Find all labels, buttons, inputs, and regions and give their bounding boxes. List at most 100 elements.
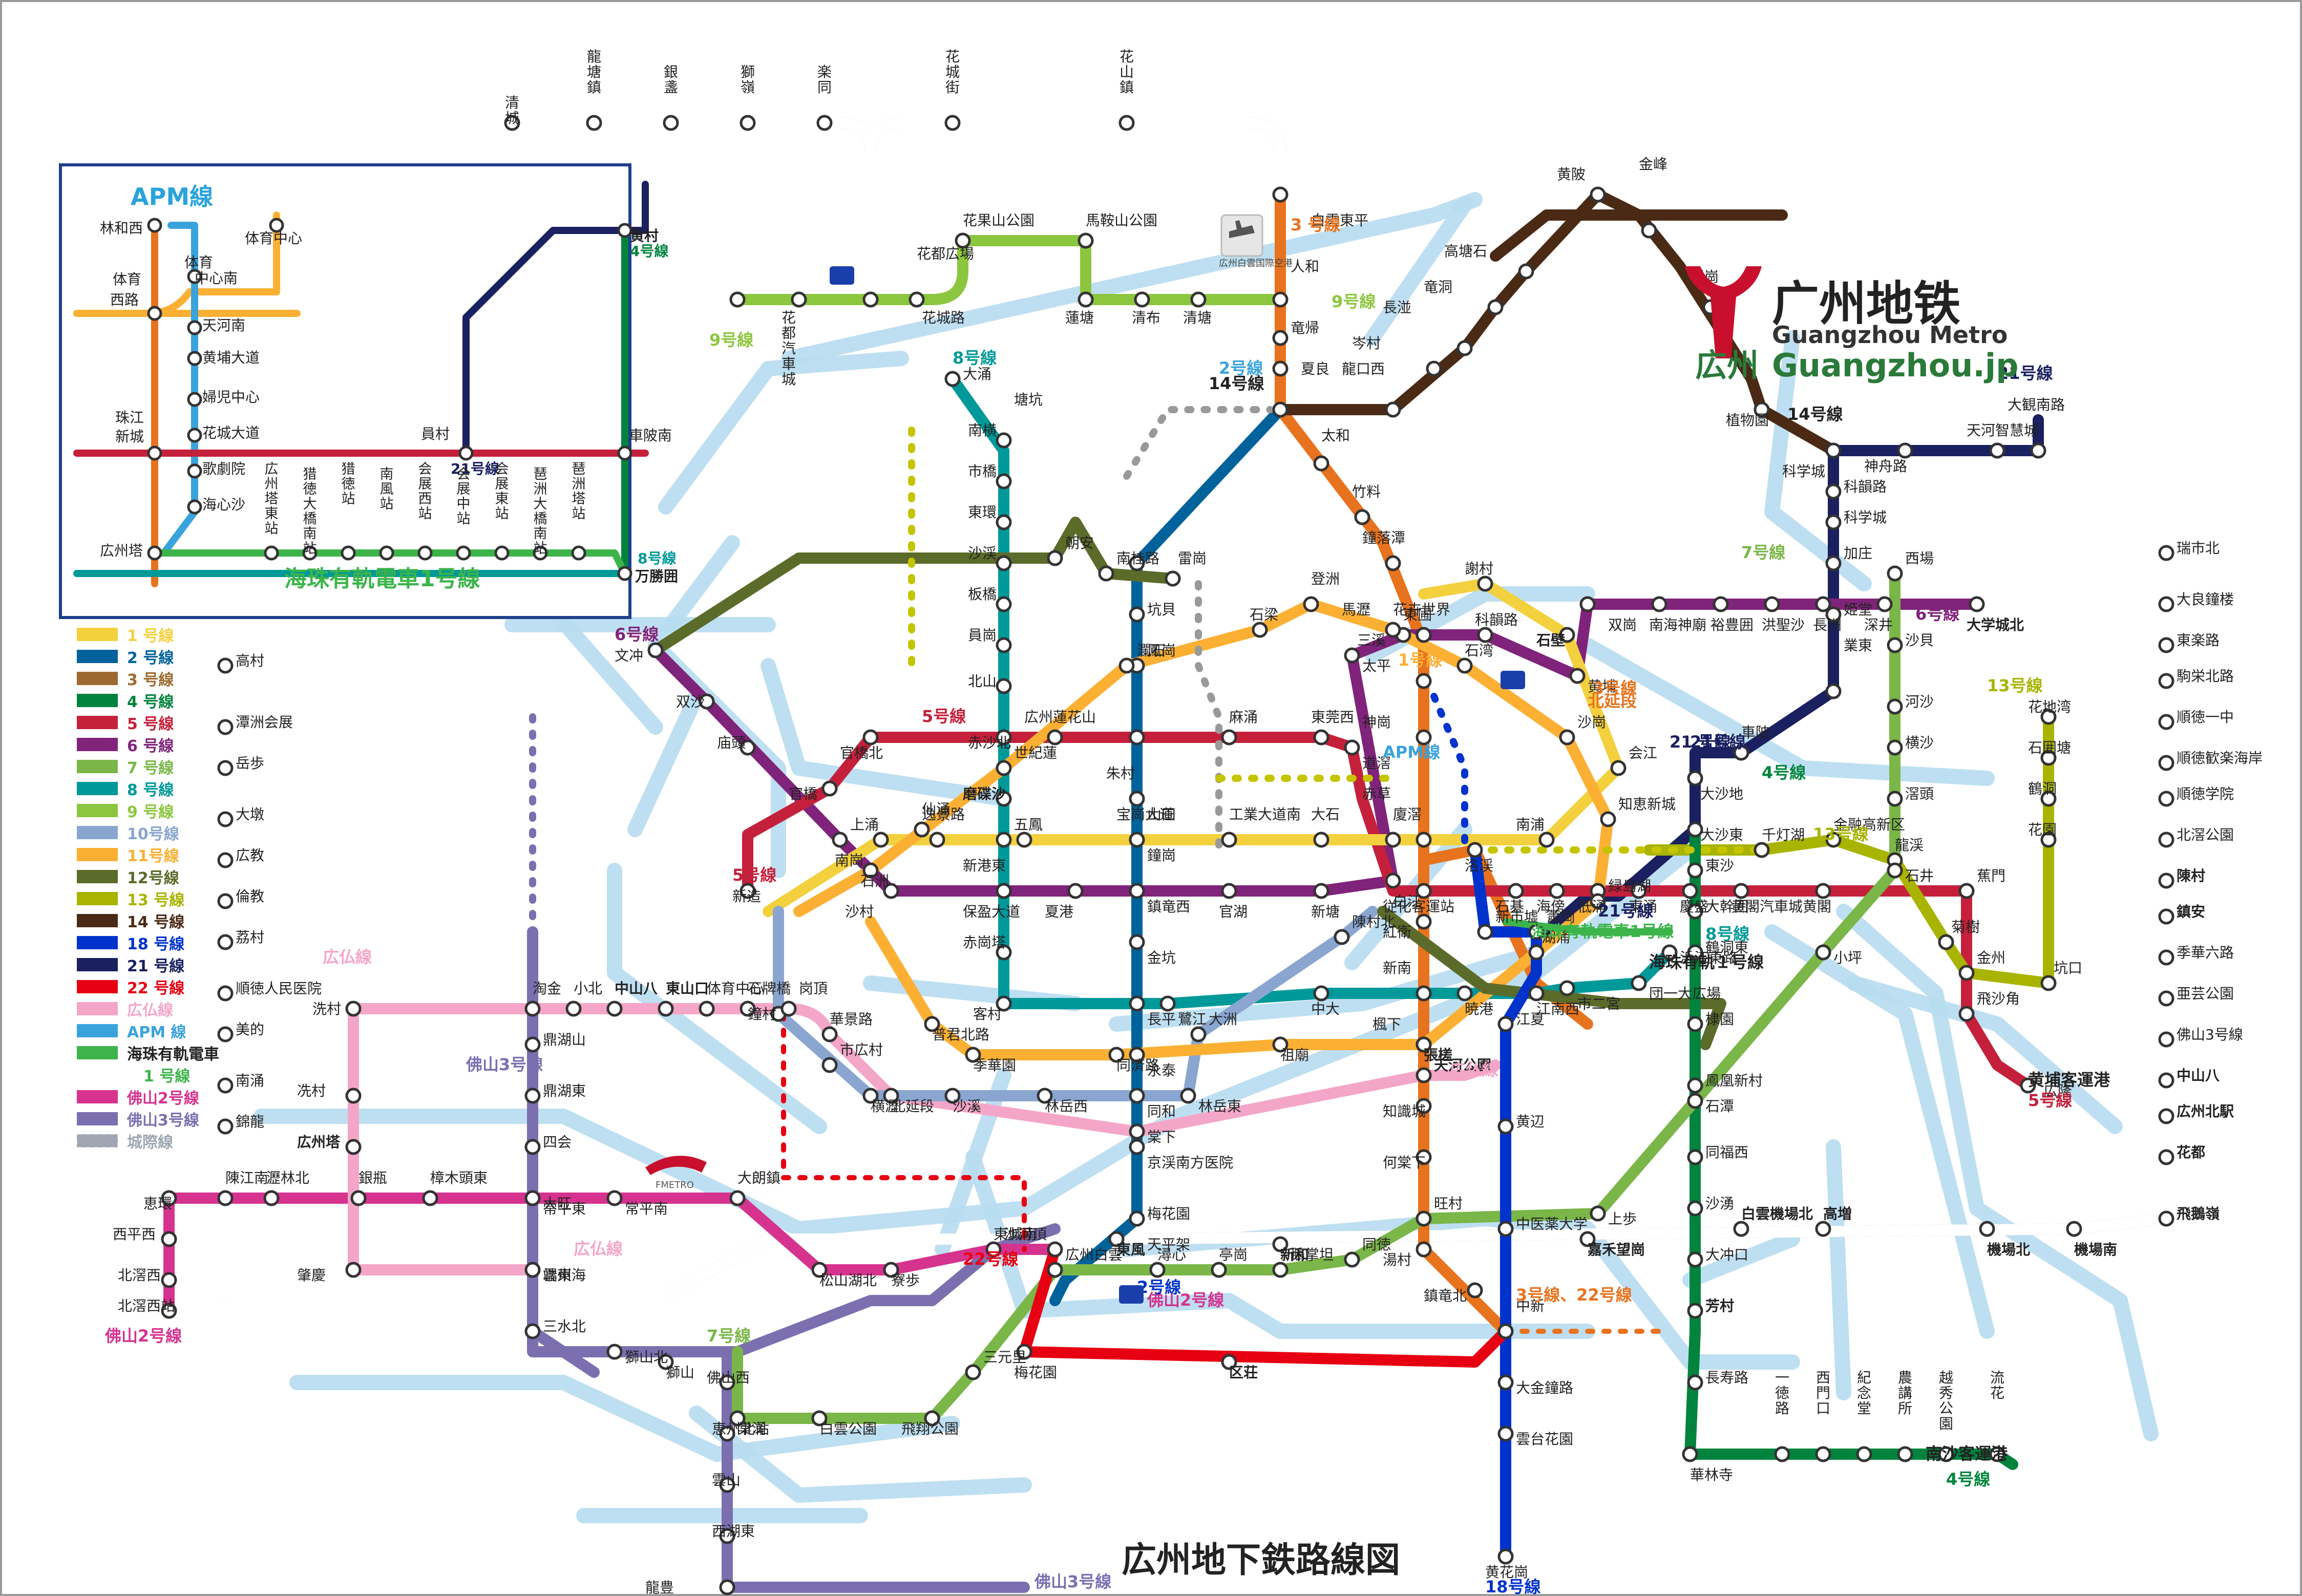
station-label: 雲台花園 (1516, 1431, 1573, 1448)
station-marker (2066, 1221, 2082, 1237)
station-label: 天平架 (1147, 1236, 1190, 1253)
station-label: 東沙 (1705, 857, 1734, 874)
station-marker (862, 291, 879, 308)
legend-label: 城際線 (127, 1134, 173, 1152)
station-label: 季華園 (973, 1057, 1016, 1074)
station-label: 新市墟 (1495, 908, 1538, 925)
station-marker (1129, 995, 1145, 1012)
station-label: 倫教 (236, 888, 264, 905)
station-marker (1825, 683, 1842, 699)
line-label: 9号線 (1332, 292, 1376, 311)
station-label: 瀾石 (1137, 642, 1166, 659)
station-label: 洪聖沙 (1762, 616, 1805, 633)
station-marker (1528, 985, 1545, 1002)
station-label: 蕉門 (1977, 867, 2005, 884)
station-marker (1687, 1149, 1703, 1165)
station-label: 飛翔公園 (901, 1420, 959, 1437)
station-marker (996, 729, 1012, 746)
station-label: 鵝掌坦 (1291, 1246, 1334, 1263)
station-label: 東圃 (1403, 606, 1432, 623)
legend-swatch (77, 628, 118, 641)
station-marker (1590, 893, 1606, 909)
station-label: 上涌 (850, 816, 879, 833)
station-marker (821, 780, 838, 797)
station-label: 花都 (2177, 1144, 2205, 1161)
station-marker (1687, 944, 1703, 961)
station-label: 潭洲会展 (236, 714, 293, 731)
station-marker (1733, 883, 1749, 899)
station-label: 黄閣汽車城 (1731, 898, 1803, 915)
legend: 1 号線2 号線3 号線4 号線5 号線6 号線7 号線8 号線9 号線10号線… (76, 627, 219, 1152)
station-label: 岑村 (1352, 335, 1381, 352)
station-label: 科学城 (1844, 509, 1887, 526)
station-marker (1272, 1236, 1289, 1252)
station-marker (811, 1410, 828, 1427)
station-marker (217, 1026, 234, 1042)
station-label: 鎮竜西 (1147, 898, 1190, 915)
station-marker (1887, 565, 1903, 582)
station-marker (217, 657, 234, 674)
inset-station-label: 8号線 (638, 550, 676, 567)
station-marker (1497, 1016, 1514, 1032)
station-marker (345, 1088, 362, 1104)
station-label: 林岳東 (1198, 1098, 1241, 1115)
station-label: 太和 (1321, 427, 1350, 444)
station-marker (1221, 729, 1237, 746)
line-13 (1643, 711, 2054, 989)
station-label: 上歩 (1608, 1210, 1637, 1227)
station-marker (1764, 596, 1780, 612)
station-marker (1733, 744, 1749, 761)
inset-station-label: 黄埔大道 (202, 349, 260, 366)
station-marker (699, 693, 715, 710)
station-marker (740, 883, 756, 899)
line-label: 18号線 (1485, 1577, 1541, 1596)
line-label: 南沙客運港 (1926, 1444, 2008, 1463)
station-marker (1108, 1047, 1125, 1063)
station-label: 白雲機場北 (1741, 1205, 1813, 1222)
line-label: 佛山3号線 (466, 1055, 543, 1074)
station-label-vertical: 銀盞 (664, 63, 678, 96)
line-label: APM線 (1383, 742, 1440, 762)
station-marker (1590, 186, 1606, 203)
legend-label: 海珠有軌電車 (127, 1046, 219, 1063)
station-label-vertical: 獅嶺 (741, 63, 755, 96)
fmetro-logo-text: FMETRO (656, 1180, 694, 1190)
station-label: 知恵新城 (1618, 796, 1676, 813)
station-label: 夏港 (1045, 903, 1073, 920)
station-label: 高塘石 (1444, 243, 1487, 260)
station-marker (996, 596, 1012, 612)
station-marker (1165, 570, 1181, 587)
line-label: 1号線 (1398, 650, 1442, 670)
station-label: 滘頭 (1905, 785, 1934, 802)
station-label: 鶴洞 (2028, 780, 2057, 797)
station-marker (1887, 637, 1903, 653)
station-label: 旺村 (1434, 1195, 1463, 1212)
station-label: 恵環 (143, 1195, 172, 1212)
station-label: 赤沙北 (968, 734, 1011, 751)
station-label: 梅花園 (1147, 1205, 1190, 1222)
station-marker (1958, 883, 1975, 899)
station-marker (263, 1190, 280, 1206)
station-label: 沙村 (845, 903, 874, 920)
station-label: 海傍 (1536, 898, 1565, 915)
legend-label: 6 号線 (127, 737, 174, 755)
station-marker (1426, 360, 1442, 377)
station-label: 大沙東 (1700, 826, 1743, 843)
station-marker (924, 1410, 940, 1427)
station-marker (1887, 698, 1903, 715)
station-marker (217, 719, 234, 735)
station-label: 瑞市北 (2177, 540, 2220, 557)
station-label: 高増 (1823, 1205, 1852, 1222)
station-marker (1303, 596, 1319, 612)
station-label: 鳳凰新村 (1705, 1072, 1763, 1089)
station-label: 廈滘 (1393, 806, 1422, 823)
station-label: 花都広場 (917, 245, 974, 262)
station-marker (909, 291, 925, 308)
legend-swatch (77, 958, 118, 971)
station-marker (1416, 1149, 1432, 1165)
station-label: 科韻路 (1844, 478, 1887, 495)
station-marker (1815, 883, 1831, 899)
station-marker (1416, 1210, 1432, 1227)
